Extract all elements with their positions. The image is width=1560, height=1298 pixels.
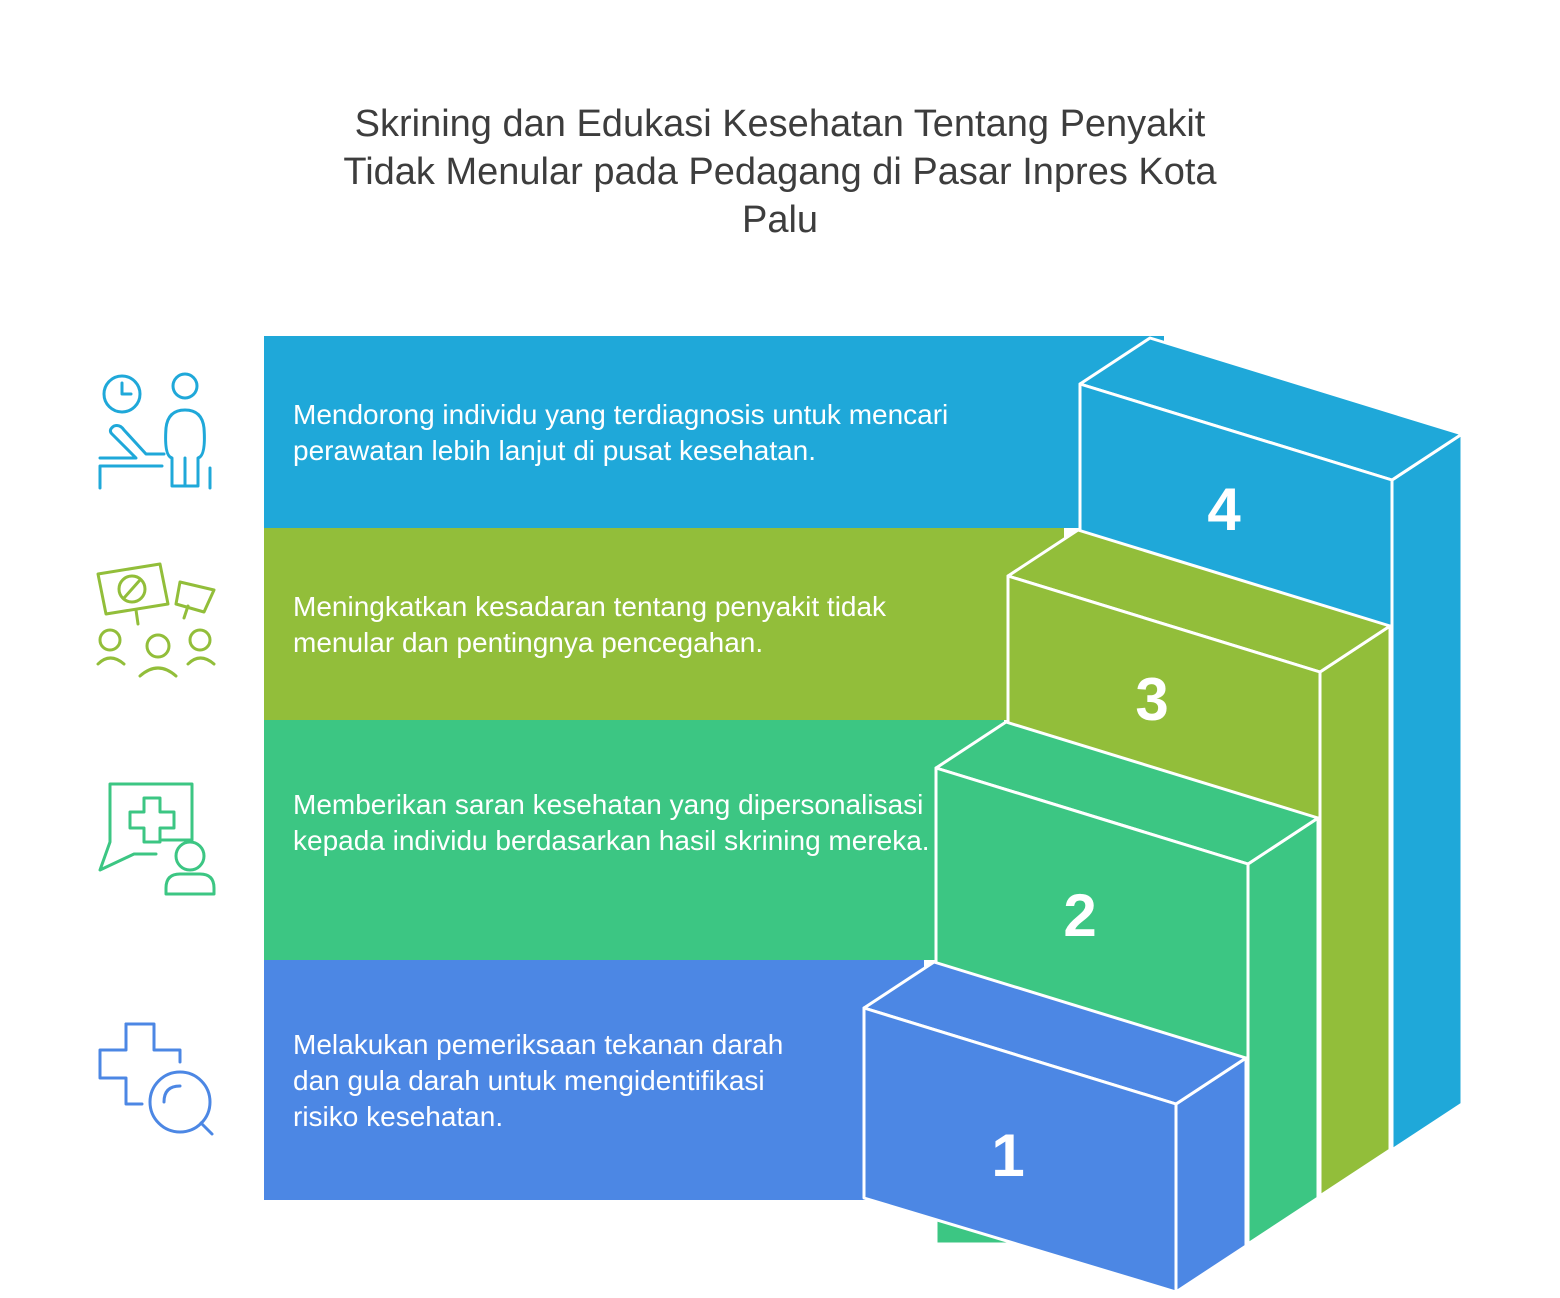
step-2-description: Memberikan saran kesehatan yang diperson… — [293, 789, 930, 856]
step-3-description: Meningkatkan kesadaran tentang penyakit … — [293, 591, 887, 658]
step-1-description: Melakukan pemeriksaan tekanan darah dan … — [293, 1029, 784, 1132]
band-step-1 — [264, 960, 924, 1200]
band-step-2 — [264, 720, 1004, 960]
page-title: Skrining dan Edukasi Kesehatan Tentang P… — [343, 103, 1217, 241]
band-step-3 — [264, 528, 1064, 720]
awareness-campaign-icon — [96, 562, 216, 678]
health-advice-chat-icon — [98, 782, 216, 896]
step-4-description: Mendorong individu yang terdiagnosis unt… — [293, 399, 949, 466]
health-search-icon — [98, 1022, 214, 1136]
step-number-1: 1 — [991, 1122, 1024, 1189]
step-number-3: 3 — [1135, 666, 1168, 733]
band-step-4 — [264, 336, 1164, 528]
stair-block-1 — [862, 960, 1248, 1294]
step-number-2: 2 — [1063, 882, 1096, 949]
patient-care-icon — [98, 372, 212, 490]
step-number-4: 4 — [1207, 476, 1241, 543]
